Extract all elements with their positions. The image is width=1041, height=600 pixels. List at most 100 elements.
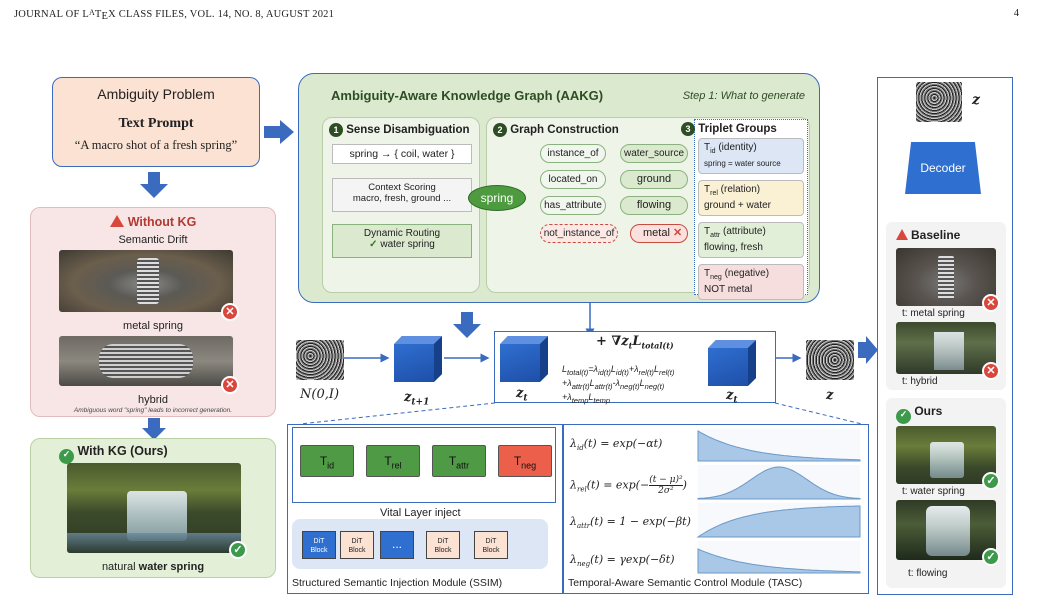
baseline-hybrid-label: t: hybrid [902,376,938,387]
target-metal: metal ✕ [630,224,688,243]
formula-id: λid(t) = exp(−αt) [570,437,663,453]
check-icon: ✓ [896,409,911,424]
zt-updated-label: zt [726,388,738,406]
ambiguity-problem-box: Ambiguity Problem Text Prompt “A macro s… [52,77,260,167]
hybrid-image [59,336,233,386]
token-id: Tid [300,445,354,477]
x-icon: ✕ [982,362,1000,380]
ambiguity-title: Ambiguity Problem [97,86,215,102]
triplet-groups-panel: 3 Triplet Groups Tid (identity)spring = … [681,119,808,300]
baseline-hybrid-image [896,322,996,374]
triplet-rel: Trel (relation)ground + water [698,180,804,216]
x-icon: ✕ [982,294,1000,312]
graph-title: Graph Construction [510,124,619,136]
tasc-panel: λid(t) = exp(−αt) λrel(t) = exp(−(t − μ)… [563,424,869,594]
token-attr: Tattr [432,445,486,477]
gradient-term: + ∇ztLtotal(t) [596,334,674,351]
noise-image [296,340,344,380]
noise-label: N(0,I) [300,387,340,402]
baseline-metal-label: t: metal spring [902,308,965,319]
spring-mapping: spring → { coil, water } [332,144,472,164]
journal-header: JOURNAL OF LATEX CLASS FILES, VOL. 14, N… [14,8,335,22]
ours-flowing-label: t: flowing [908,568,948,579]
zt-label: zt [516,386,528,404]
latent-cube-t-updated [708,340,758,386]
token-group [292,427,556,503]
x-icon: ✕ [221,303,239,321]
target-flowing: flowing [620,196,688,215]
token-neg: Tneg [498,445,552,477]
vital-layer-label: Vital Layer inject [380,507,461,519]
curve-neg [697,541,861,574]
latent-z-image [916,82,962,122]
decoder-block: Decoder [905,142,981,194]
baseline-metal-image [896,248,996,306]
ours-water-spring-label: t: water spring [902,486,965,497]
token-rel: Trel [366,445,420,477]
check-icon: ✓ [229,541,247,559]
step-label: Step 1: What to generate [682,90,805,102]
loss-formula: Ltotal(t)=λid(t)Lid(t)+λrel(t)Lrel(t) +λ… [562,364,675,405]
sense-title: Sense Disambiguation [346,124,470,136]
dynamic-routing-label: Dynamic Routing [363,228,441,239]
with-kg-title: With KG (Ours) [77,444,168,458]
tasc-title: Temporal-Aware Semantic Control Module (… [568,577,803,589]
ssim-title: Structured Semantic Injection Module (SS… [292,577,503,589]
curve-attr [696,503,861,538]
aakg-title: Ambiguity-Aware Knowledge Graph (AAKG) [331,88,604,103]
dit-ellipsis: ... [380,531,414,559]
water-spring-image [67,463,241,553]
ours-panel: ✓ Ours ✓ t: water spring ✓ t: flowing [886,398,1006,588]
check-icon: ✓ [982,548,1000,566]
relation-located-on: located_on [540,170,606,189]
ours-flowing-image [896,500,996,560]
curve-id [697,429,861,462]
triplet-neg: Tneg (negative)NOT metal [698,264,804,300]
warning-icon [109,215,124,227]
formula-attr: λattr(t) = 1 − exp(−βt) [570,515,691,531]
latent-output-image [806,340,854,380]
semantic-drift-label: Semantic Drift [118,234,188,246]
with-kg-label: natural water spring [101,561,205,573]
relation-not-instance-of: not_instance_of [540,224,618,243]
check-icon: ✓ [369,239,378,250]
ours-water-spring-image [896,426,996,484]
prompt-text: “A macro shot of a fresh spring” [74,138,238,152]
context-scoring-words: macro, fresh, ground ... [352,193,452,204]
page-number: 4 [1013,8,1019,19]
text-prompt-title: Text Prompt [118,116,194,131]
check-icon: ✓ [982,472,1000,490]
step-number-badge: 2 [493,123,507,137]
formula-neg: λneg(t) = γexp(−δt) [570,553,675,569]
with-kg-panel: ✓ With KG (Ours) ✓ natural water spring [30,438,276,578]
routing-result: water spring [380,239,435,250]
triplet-attr: Tattr (attribute)flowing, fresh [698,222,804,258]
relation-has-attribute: has_attribute [540,196,606,215]
without-kg-title: Without KG [127,215,197,229]
without-kg-caption: Ambiguous word "spring" leads to incorre… [73,407,233,414]
ours-title: Ours [914,404,943,418]
z-output-label: z [826,388,834,403]
triplet-id: Tid (identity)spring = water source [698,138,804,174]
hybrid-label: hybrid [138,394,168,406]
tasc-curves [696,429,861,574]
step-number-badge: 3 [681,122,695,136]
check-icon: ✓ [59,449,74,464]
baseline-title: Baseline [911,228,961,242]
baseline-panel: Baseline ✕ t: metal spring ✕ t: hybrid [886,222,1006,390]
target-water-source: water_source [620,144,688,163]
without-kg-panel: Without KG Semantic Drift ✕ metal spring… [30,207,276,417]
latent-cube-next [394,336,444,382]
warning-icon [896,229,908,240]
graph-center-node: spring [468,185,526,211]
sense-disambiguation-panel: 1 Sense Disambiguation spring → { coil, … [322,117,480,293]
target-ground: ground [620,170,688,189]
z-next-label: zt+1 [404,390,430,408]
metal-spring-label: metal spring [123,320,183,332]
